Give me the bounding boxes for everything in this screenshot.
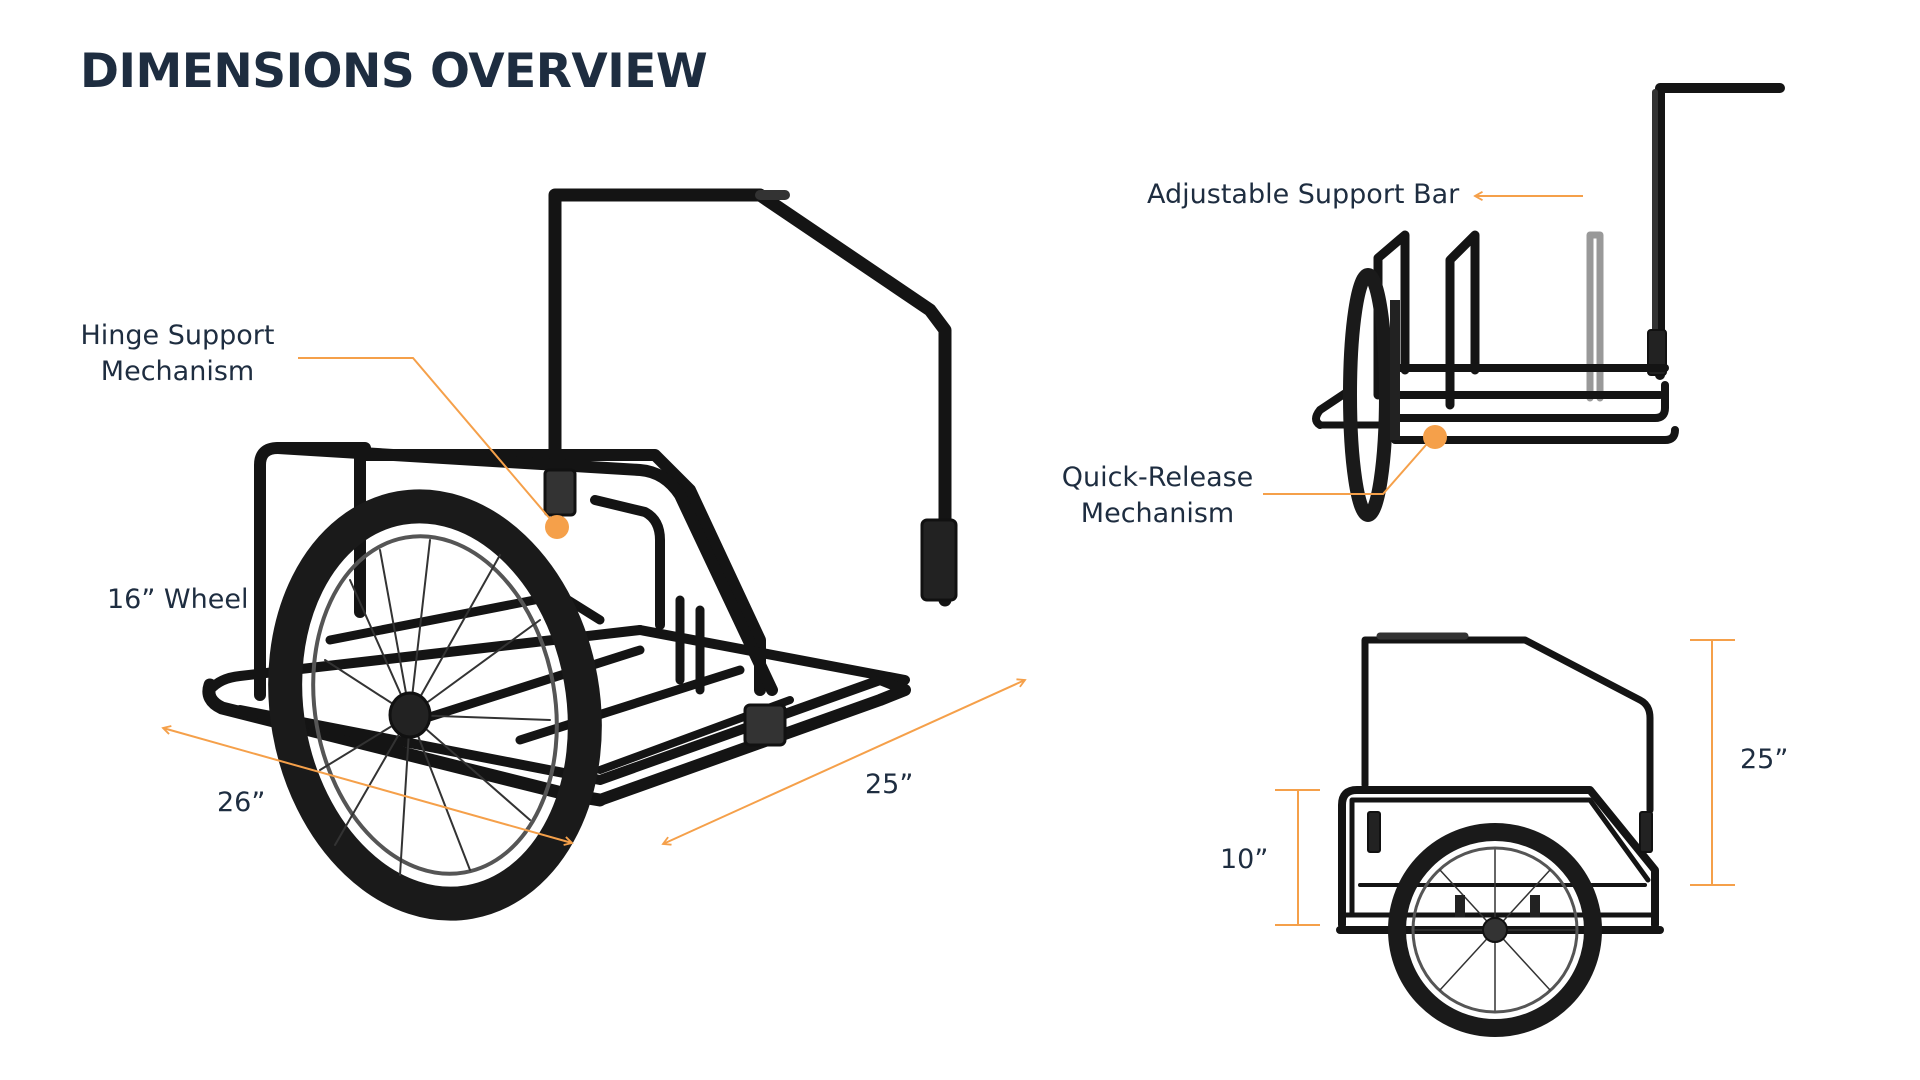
hinge-support-leader	[298, 357, 569, 539]
quick-release-leader	[1263, 425, 1447, 495]
hinge-support-label-line1: Hinge Support	[80, 320, 275, 351]
bed-height-10-bracket	[1275, 789, 1320, 926]
total-height-25-bracket	[1690, 639, 1735, 886]
quick-release-label-line2: Mechanism	[1080, 498, 1235, 529]
page-title: DIMENSIONS OVERVIEW	[80, 44, 708, 99]
support-bar-label: Adjustable Support Bar	[1147, 179, 1460, 210]
length-dimension-label: 25”	[865, 769, 914, 800]
trailer-side-view-icon	[1312, 83, 1785, 522]
width-26-arrow	[163, 728, 572, 843]
width-dimension-label: 26”	[217, 787, 266, 818]
bed-height-label: 10”	[1220, 844, 1269, 875]
trailer-perspective-view-icon	[202, 188, 958, 921]
wheel-16-inch-icon	[268, 489, 602, 921]
trailer-rear-view-icon	[1336, 632, 1664, 1037]
quick-release-label-line1: Quick-Release	[1061, 462, 1254, 493]
total-height-label: 25”	[1740, 744, 1789, 775]
hinge-support-label-line2: Mechanism	[100, 356, 255, 387]
wheel-size-label: 16” Wheel	[107, 584, 249, 615]
quick-release-label: Quick-Release Mechanism	[1050, 460, 1265, 532]
length-25-arrow	[663, 680, 1025, 844]
hinge-support-label: Hinge Support Mechanism	[70, 318, 285, 390]
